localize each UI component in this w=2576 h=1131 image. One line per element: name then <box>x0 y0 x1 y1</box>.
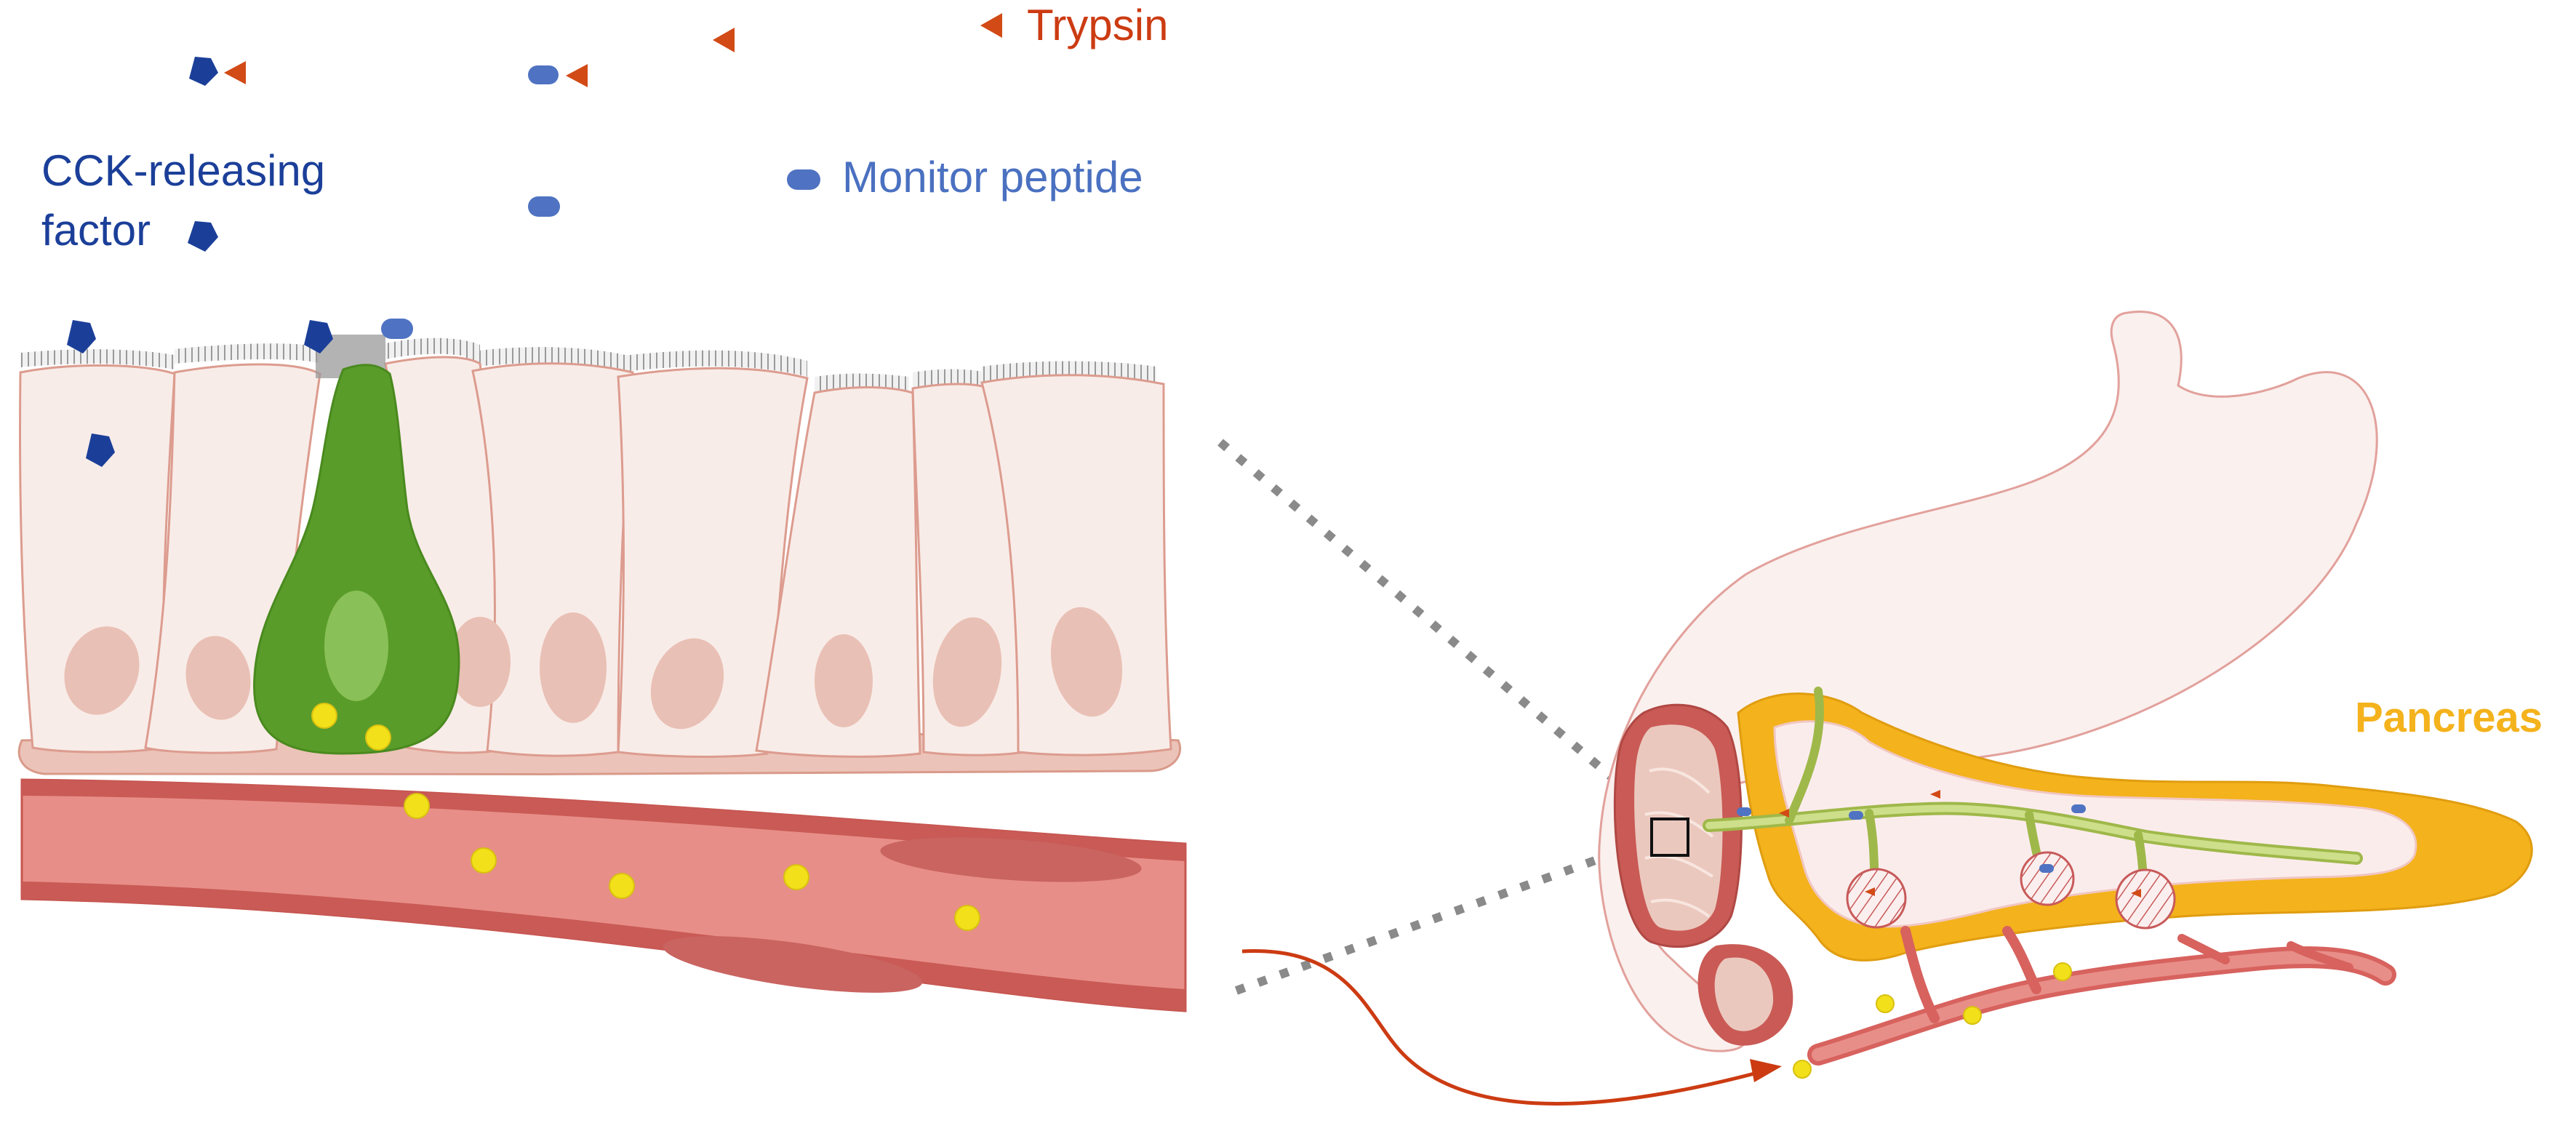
cck-granule <box>365 724 391 751</box>
legend-icons <box>188 13 1002 252</box>
trypsin-free-icon <box>713 28 735 52</box>
monitor-peptide-trypsin-complex-icon <box>528 64 588 87</box>
intestinal-epithelium <box>17 319 1182 776</box>
monitor-peptide-bound-icon <box>381 319 413 339</box>
cck-circulating <box>783 864 809 890</box>
monitor-peptide-legend-icon <box>787 169 820 190</box>
zoom-box <box>1650 818 1689 857</box>
cck-releasing-factor-label: CCK-releasing factor <box>41 146 326 255</box>
cck-releasing-factor-legend-icon <box>188 221 218 252</box>
cck-granule <box>311 703 337 729</box>
trypsin-label: Trypsin <box>1027 1 1169 49</box>
cck-circulating <box>471 847 497 874</box>
monitor-peptide-free-icon <box>528 196 560 217</box>
brush-border <box>20 337 1156 393</box>
cck-releasing-factor-bound-icon <box>304 320 333 353</box>
cck-in-pancreatic-vessel <box>1876 994 1895 1013</box>
enterocyte-nuclei <box>64 607 1123 730</box>
cck-circulating <box>404 793 430 819</box>
zoom-indicator-lines <box>1217 439 1648 995</box>
cck-circulating <box>609 873 635 899</box>
cck-in-pancreatic-vessel <box>2053 962 2072 981</box>
pancreas-label: Pancreas <box>2355 694 2543 741</box>
blood-vessel <box>20 778 1187 1012</box>
arrowhead-icon <box>1750 1059 1782 1082</box>
i-cell <box>253 335 460 755</box>
pancreatic-vessels <box>1807 926 2396 1066</box>
enterocyte <box>980 374 1172 756</box>
cck-releasing-factor-icon <box>67 320 96 353</box>
anatomy <box>1598 311 2533 1079</box>
cck-in-pancreatic-vessel <box>1793 1060 1812 1079</box>
i-cell-body <box>253 364 460 755</box>
cck-releasing-factor-trypsin-complex-icon <box>189 57 246 86</box>
cck-releasing-factor-icon <box>86 433 115 467</box>
cck-in-pancreatic-vessel <box>1963 1006 1982 1025</box>
cck-circulating <box>954 905 980 931</box>
trypsin-icon <box>980 13 1002 38</box>
acini <box>1846 851 2176 930</box>
monitor-peptide-label: Monitor peptide <box>842 153 1143 201</box>
stomach <box>1598 311 2378 1052</box>
cck-circulation-arrow <box>1241 949 1782 1106</box>
i-cell-nucleus <box>324 591 388 701</box>
duct-molecules <box>1737 790 2141 898</box>
